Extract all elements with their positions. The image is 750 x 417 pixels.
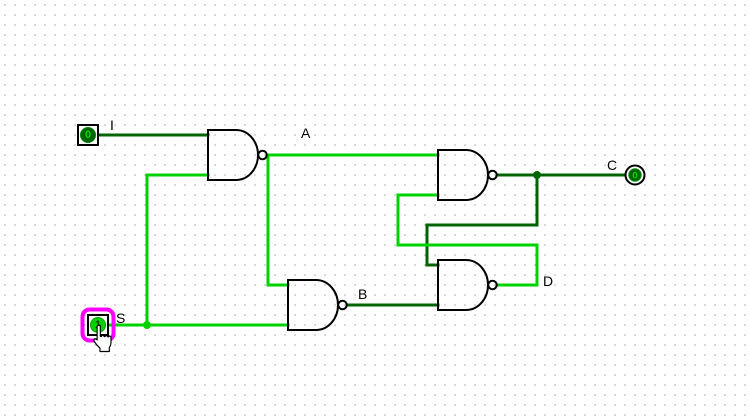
pin-state-disc — [628, 168, 642, 182]
negation-bubble — [257, 149, 268, 161]
pin-value: 0 — [85, 129, 91, 141]
wire-junction — [143, 321, 151, 329]
pin-value: 0 — [632, 171, 637, 182]
input-pin-i[interactable]: 0I — [77, 117, 114, 146]
gate-body — [207, 129, 259, 181]
gate-body — [437, 259, 489, 311]
net-label-d: D — [543, 273, 553, 289]
pin-label-c: C — [607, 157, 617, 173]
wire-junction — [533, 171, 541, 179]
gate-body — [437, 149, 489, 201]
nand-gate-nand4[interactable] — [437, 259, 498, 311]
nand-gate-nand3[interactable] — [287, 279, 348, 331]
negation-bubble — [487, 279, 498, 291]
net-label-b: B — [358, 286, 367, 302]
nand-gate-nand2[interactable] — [437, 149, 498, 201]
nand-gate-nand1[interactable] — [207, 129, 268, 181]
negation-bubble — [487, 169, 498, 181]
output-pin-c[interactable]: 0C — [607, 157, 646, 186]
negation-bubble — [337, 299, 348, 311]
gate-body — [287, 279, 339, 331]
pin-label-s: S — [116, 310, 125, 326]
poke-hand-cursor-icon — [93, 324, 112, 353]
net-label-a: A — [301, 125, 311, 141]
pin-label-i: I — [110, 117, 114, 133]
pin-state-disc — [80, 127, 96, 143]
